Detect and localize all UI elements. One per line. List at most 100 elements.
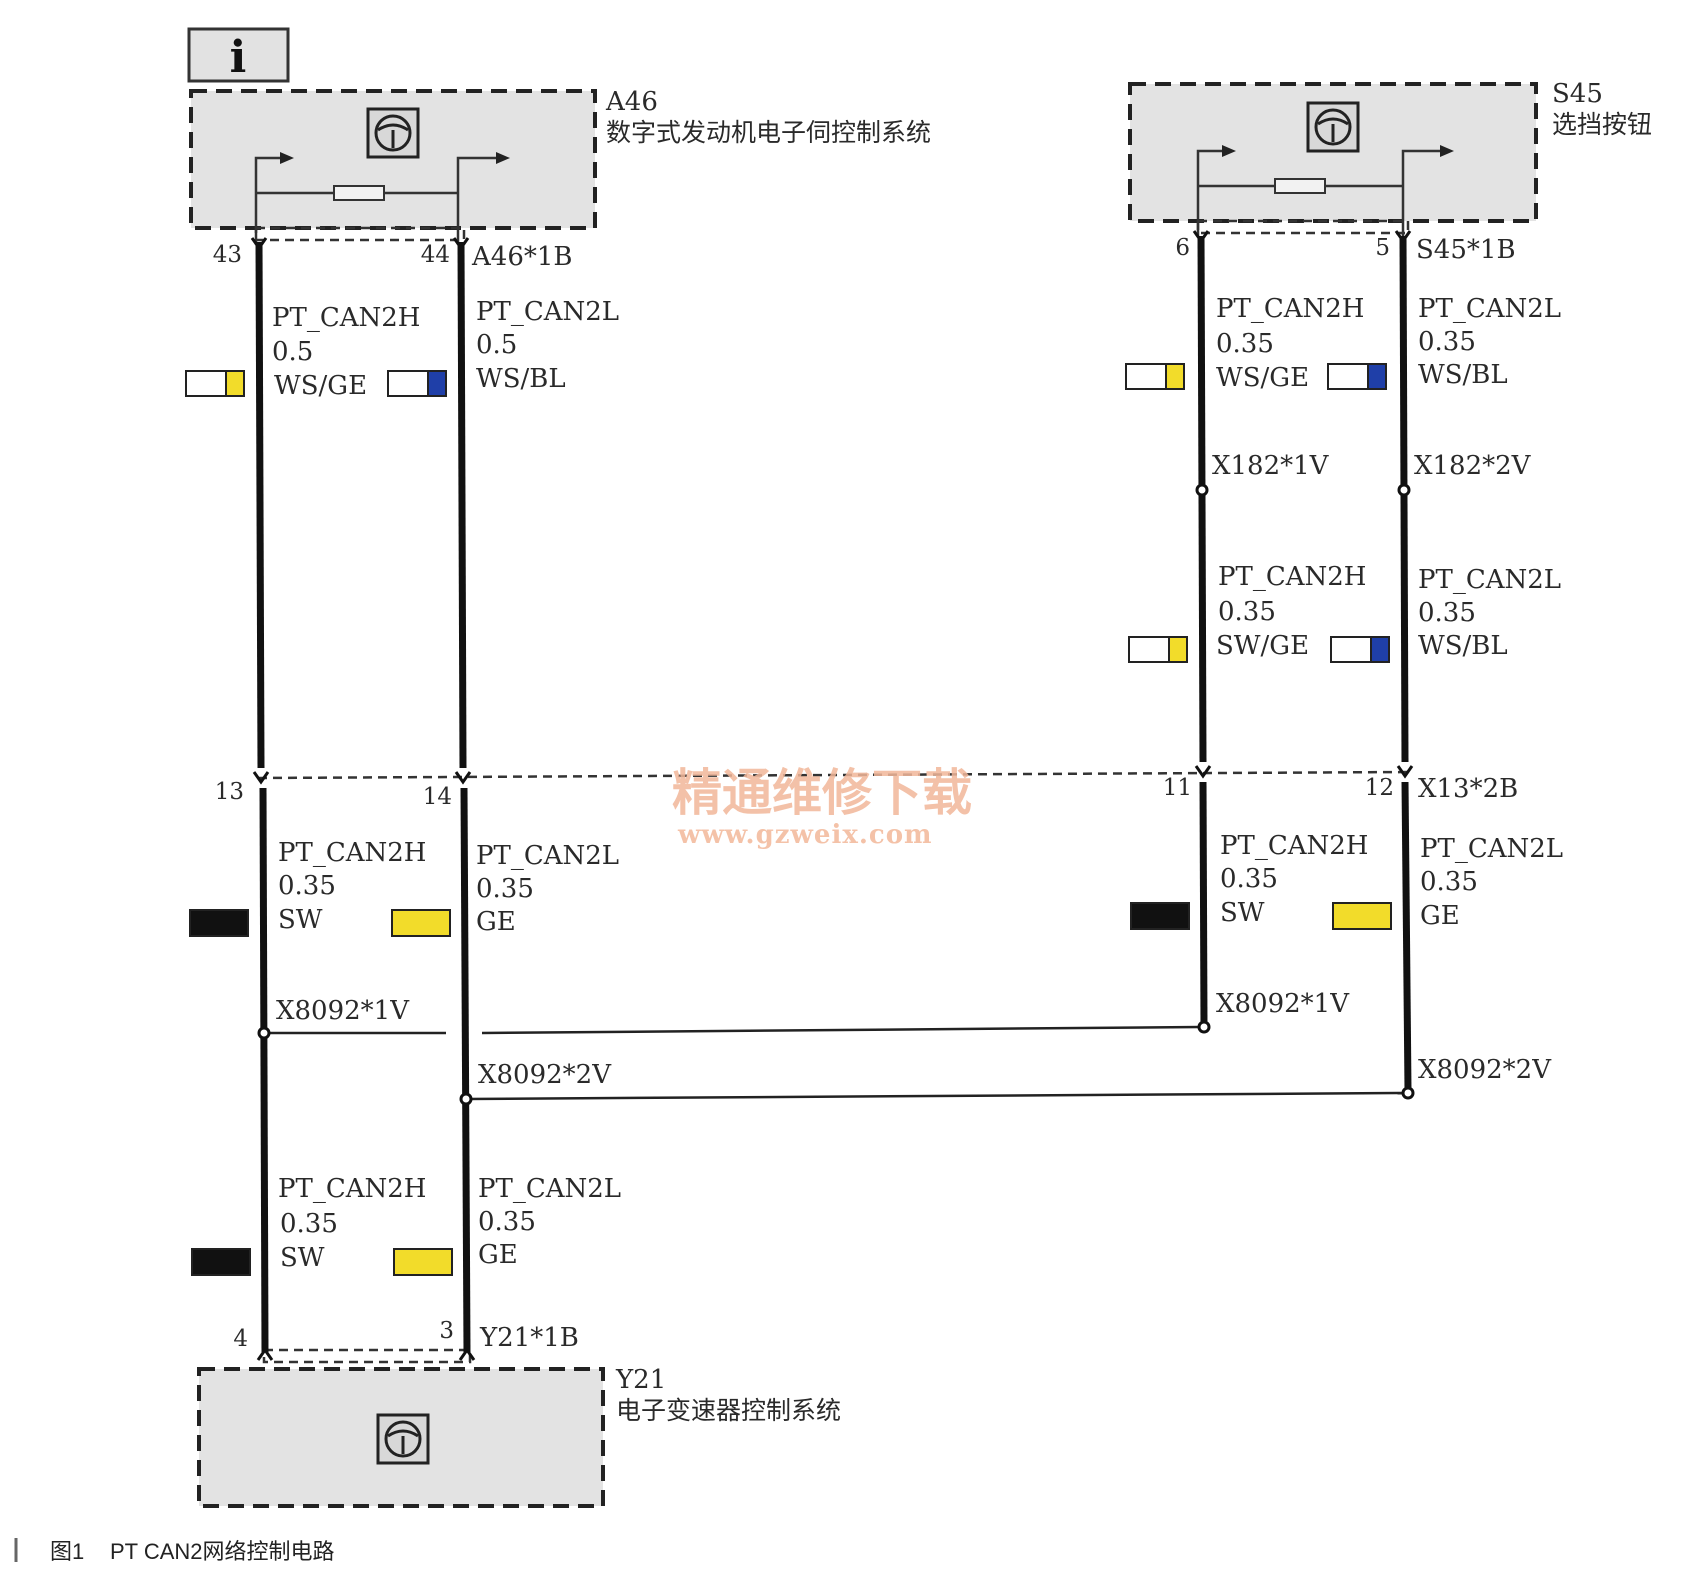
- label-x13-2b: X13*2B: [1418, 774, 1518, 804]
- s45-name: 选挡按钮: [1552, 110, 1652, 139]
- splice-dot-x182-2v: [1397, 483, 1411, 497]
- wire-signal: PT_CAN2L: [1418, 294, 1561, 324]
- splice-lines: [264, 1025, 1406, 1101]
- connector-forks: [250, 230, 1414, 1361]
- swatch-ge: [391, 909, 451, 937]
- wire-size: 0.5: [476, 330, 517, 360]
- wire-size: 0.35: [278, 871, 336, 901]
- s45-code: S45: [1552, 79, 1603, 109]
- swatch-sw: [1130, 902, 1190, 930]
- module-s45: S45 选挡按钮: [1128, 79, 1652, 236]
- wire-pt-can2h-a46: [255, 241, 265, 769]
- wire-labels: PT_CAN2H 0.5 WS/GE PT_CAN2L 0.5 WS/BL PT…: [272, 294, 1563, 1273]
- watermark: 精通维修下载 www.gzweix.com: [672, 763, 972, 850]
- can-bus-termination-icon: [254, 152, 510, 242]
- wire-size: 0.35: [280, 1209, 338, 1239]
- wire-pt-can2h-s45: [1197, 235, 1207, 763]
- wire-size: 0.35: [476, 874, 534, 904]
- swatch-ge: [393, 1248, 453, 1276]
- wire-pt-can2l-s45: [1399, 235, 1409, 763]
- wire-color: GE: [478, 1240, 518, 1270]
- swatch-ws-bl: [387, 370, 447, 397]
- label-s45-1b: S45*1B: [1416, 235, 1516, 265]
- wire-color: WS/GE: [1216, 363, 1309, 393]
- y21-name: 电子变速器控制系统: [616, 1396, 841, 1425]
- wire-signal: PT_CAN2H: [1220, 831, 1368, 861]
- label-a46-1b: A46*1B: [471, 242, 573, 272]
- splice-dot-x182-1v: [1195, 483, 1209, 497]
- wires: [255, 235, 1412, 1353]
- swatch-ws-bl: [1327, 363, 1387, 390]
- pin-a46-44: 44: [421, 242, 450, 268]
- wire-color: SW/GE: [1216, 631, 1309, 661]
- caption-figure: 图1: [50, 1539, 84, 1564]
- wire-color: SW: [280, 1243, 325, 1273]
- wire-size: 0.35: [478, 1207, 536, 1237]
- splice-dot-x8092-2v-right: [1401, 1086, 1415, 1100]
- wire-color: GE: [1420, 901, 1460, 931]
- control-unit-icon: [1306, 101, 1360, 153]
- label-x8092-2v-left: X8092*2V: [478, 1060, 612, 1090]
- pin-x13-12: 12: [1365, 775, 1394, 801]
- pin-y21-3: 3: [439, 1318, 454, 1344]
- connector-x13-2b: [257, 770, 1414, 780]
- wire-signal: PT_CAN2L: [476, 841, 619, 871]
- watermark-url: www.gzweix.com: [677, 820, 933, 850]
- wire-size: 0.5: [272, 337, 313, 367]
- splice-x8092-2v: [465, 1091, 1406, 1101]
- pin-y21-4: 4: [233, 1326, 248, 1352]
- a46-code: A46: [605, 87, 658, 117]
- wire-color: WS/BL: [476, 364, 566, 394]
- splice-dot-x8092-1v-right: [1197, 1020, 1211, 1034]
- a46-name: 数字式发动机电子伺控制系统: [606, 118, 931, 147]
- swatch-ws-bl: [1330, 636, 1390, 663]
- pin-x13-14: 14: [423, 784, 452, 810]
- pin-s45-5: 5: [1375, 235, 1390, 261]
- pin-x13-13: 13: [215, 779, 244, 805]
- splice-x8092-1v-bridge: [481, 1025, 1201, 1035]
- wire-size: 0.35: [1418, 327, 1476, 357]
- wire-pt-can2l-x13-right: [1401, 781, 1412, 1091]
- swatch-ws-ge: [185, 370, 245, 397]
- label-x8092-1v-left: X8092*1V: [276, 996, 410, 1026]
- label-x8092-1v-right: X8092*1V: [1216, 989, 1350, 1019]
- pin-x13-11: 11: [1163, 775, 1192, 801]
- wire-signal: PT_CAN2L: [1420, 834, 1563, 864]
- pin-a46-43: 43: [213, 242, 242, 268]
- swatch-sw-ge: [1128, 636, 1188, 663]
- splice-dot-x8092-2v-left: [459, 1092, 473, 1106]
- wire-color: WS/GE: [274, 371, 367, 401]
- pin-s45-6: 6: [1175, 235, 1190, 261]
- wire-color: WS/BL: [1418, 631, 1508, 661]
- wire-signal: PT_CAN2H: [272, 303, 420, 333]
- wire-pt-can2h-x13-right: [1199, 781, 1208, 1026]
- y21-code: Y21: [615, 1365, 666, 1395]
- wire-signal: PT_CAN2H: [278, 838, 426, 868]
- wire-signal: PT_CAN2L: [478, 1174, 621, 1204]
- wire-size: 0.35: [1216, 329, 1274, 359]
- wire-signal: PT_CAN2H: [1218, 562, 1366, 592]
- label-x182-2v: X182*2V: [1414, 451, 1532, 481]
- wire-size: 0.35: [1218, 597, 1276, 627]
- info-icon: i: [187, 27, 290, 83]
- color-swatches: [185, 363, 1392, 1276]
- wire-signal: PT_CAN2L: [476, 297, 619, 327]
- connector-s45-1b: [1196, 219, 1410, 235]
- connector-a46-1b: [254, 226, 466, 242]
- watermark-title: 精通维修下载: [672, 763, 972, 822]
- caption-title: PT CAN2网络控制电路: [110, 1539, 335, 1564]
- swatch-sw: [191, 1248, 251, 1276]
- module-y21: Y21 电子变速器控制系统: [197, 1365, 841, 1508]
- control-unit-icon: [366, 107, 420, 159]
- swatch-ws-ge: [1125, 363, 1185, 390]
- splice-dots: [257, 483, 1415, 1106]
- wire-color: SW: [1220, 898, 1265, 928]
- swatch-sw: [189, 909, 249, 937]
- wire-color: SW: [278, 905, 323, 935]
- svg-text:i: i: [230, 32, 247, 83]
- wire-pt-can2l-y21: [460, 787, 471, 1353]
- can-bus-termination-icon: [1196, 145, 1454, 236]
- label-y21-1b: Y21*1B: [479, 1323, 579, 1353]
- pin-numbers: 43 44 6 5 13 14 11 12 4 3: [213, 235, 1394, 1352]
